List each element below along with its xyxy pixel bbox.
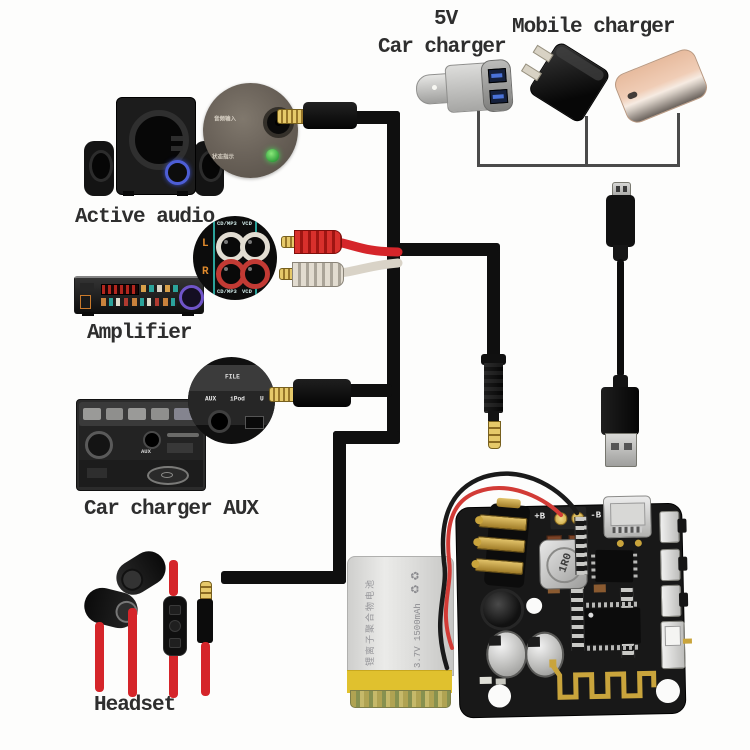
stereo-cd-slot: [167, 433, 199, 437]
battery-foil-edge: [350, 690, 451, 708]
plug-tip-gold: [488, 421, 501, 449]
charger-line-mid: [585, 116, 588, 167]
plug-body: [303, 102, 357, 129]
bluetooth-board-image: +B -B 1R0: [449, 474, 696, 721]
headset-image: [80, 544, 225, 698]
speaker-set-image: [84, 95, 234, 197]
amp-display: [101, 284, 139, 295]
charger-bracket: [477, 164, 680, 167]
amplifier-image: [74, 276, 204, 316]
usb-a-metal: [605, 433, 637, 467]
label-headset: Headset: [94, 694, 176, 717]
charger-line-left: [477, 110, 480, 167]
cable-left-vertical: [333, 431, 346, 584]
rca-plug-white: [279, 262, 344, 287]
cable-branch-vertical: [487, 250, 500, 363]
headset-plug: [196, 581, 214, 696]
subwoofer-volume-knob: [165, 160, 190, 185]
stereo-inset-aux-jack-icon: [208, 410, 231, 433]
label-5v: 5V: [434, 8, 458, 31]
headset-cable: [128, 608, 137, 697]
stereo-inset-ipod-label: iPod: [230, 396, 245, 403]
battery-image: 锂离子聚合物电池 3.7V 1500mAh ♻ ♻: [347, 556, 454, 708]
amp-inset-vcd-bottom: VCD: [242, 289, 252, 296]
car-stereo-inset-circle: FILE AUX iPod U: [188, 357, 275, 444]
subwoofer-button: [171, 146, 183, 151]
speaker-inset-audio-in-label: 音频输入: [214, 116, 236, 123]
subwoofer-button: [171, 136, 183, 141]
headset-cable: [169, 560, 178, 596]
cable-corner-horizontal: [333, 431, 400, 444]
amp-inset-cdmp3-bottom: CD/MP3: [217, 289, 237, 296]
cable-headset-horizontal: [221, 571, 346, 584]
label-car-charger: Car charger: [378, 36, 507, 59]
label-amplifier: Amplifier: [87, 322, 192, 345]
amp-volume-knob: [179, 285, 204, 310]
aux-plug-car: [269, 378, 353, 408]
bluetooth-antenna: [549, 659, 657, 700]
cable-trunk-vertical: [387, 111, 400, 444]
amp-inset-left-channel: L: [202, 238, 209, 250]
aux-plug-speakers: [277, 101, 359, 131]
stereo-aux-label: AUX: [141, 449, 151, 456]
micro-usb-housing: [606, 195, 635, 247]
amp-buttons-row: [101, 298, 177, 306]
battery-body: [347, 556, 454, 676]
disc-logo-icon: [147, 466, 189, 485]
speaker-inset-status-label: 状态指示: [212, 154, 234, 161]
stereo-inset-usb-label: U: [260, 396, 264, 403]
stereo-button: [105, 408, 124, 420]
stereo-knob: [85, 431, 113, 459]
stereo-button: [128, 408, 146, 420]
amp-power-button: [80, 295, 91, 309]
stereo-aux-jack-icon: [143, 431, 161, 449]
status-led-icon: [266, 149, 279, 162]
cable-top-horizontal: [346, 111, 400, 124]
usb-a-housing: [601, 387, 639, 435]
battery-tape: [347, 670, 452, 693]
inline-remote: [163, 596, 187, 656]
amp-inset-cdmp3-top: CD/MP3: [217, 221, 237, 228]
label-car-charger-aux: Car charger AUX: [84, 498, 259, 521]
stereo-inset-usb-port-icon: [245, 416, 264, 429]
label-mobile-charger: Mobile charger: [512, 16, 675, 39]
usb-cable-cord: [617, 259, 624, 377]
rca-plug-red: [281, 230, 342, 254]
cable-branch-horizontal: [394, 243, 500, 256]
cable-aux-join: [348, 384, 392, 397]
plug-body: [293, 379, 351, 407]
amp-inset-right-channel: R: [202, 266, 209, 278]
headset-cable: [95, 622, 104, 692]
stereo-inset-aux-label: AUX: [205, 396, 217, 403]
subwoofer: [116, 97, 196, 196]
headset-cable: [169, 652, 178, 698]
stereo-button: [83, 408, 101, 420]
stereo-button: [150, 408, 169, 420]
charger-line-right: [677, 113, 680, 167]
amplifier-inset-circle: CD/MP3 VCD CD/MP3 VCD L R: [193, 216, 277, 300]
rca-jack-red: [240, 259, 270, 289]
usb-cable-image: [598, 180, 643, 470]
label-active-audio: Active audio: [75, 206, 215, 229]
amp-inset-vcd-top: VCD: [242, 221, 252, 228]
stereo-inset-file-label: FILE: [225, 374, 240, 381]
aux-plug-board: [481, 354, 506, 449]
amp-buttons-row: [141, 285, 179, 292]
satellite-speaker-left: [84, 141, 114, 196]
